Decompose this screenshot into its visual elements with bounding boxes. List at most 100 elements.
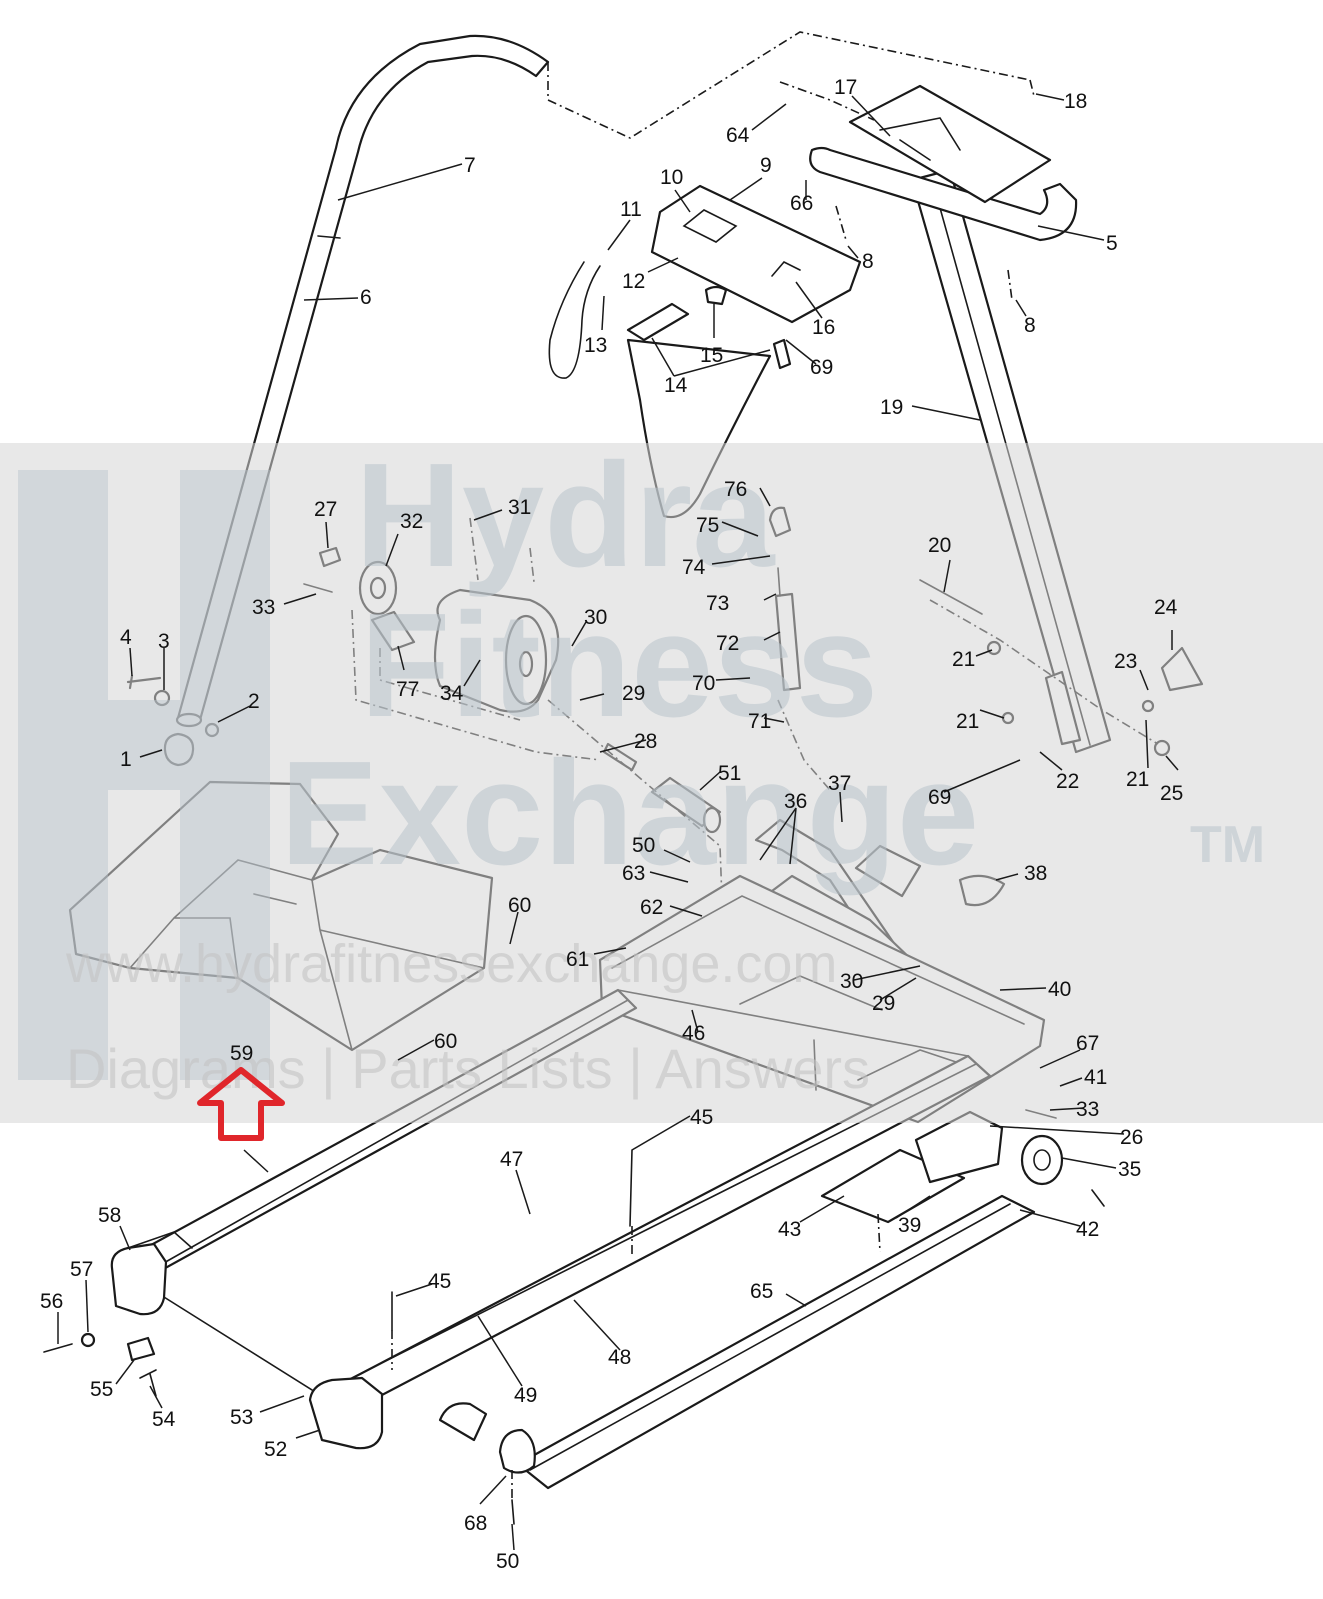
part-label-60-a: 60: [508, 894, 531, 917]
rear-end-cap-52: [308, 1376, 384, 1450]
part-label-54: 54: [152, 1408, 176, 1431]
transport-wheel: [1020, 1134, 1064, 1186]
part-label-34: 34: [440, 682, 464, 705]
part-label-38: 38: [1024, 862, 1047, 885]
part-label-55: 55: [90, 1378, 113, 1401]
part-label-53: 53: [230, 1406, 253, 1429]
part-label-50-a: 50: [632, 834, 655, 857]
part-label-18: 18: [1064, 90, 1087, 113]
part-label-72: 72: [716, 632, 739, 655]
part-label-41: 41: [1084, 1066, 1107, 1089]
part-label-43: 43: [778, 1218, 801, 1241]
part-labels: 1 2 3 4 5 6 7 8 8 9 10 11 12 13 14 15 16…: [40, 76, 1183, 1573]
part-label-36: 36: [784, 790, 807, 813]
watermark-band: [0, 443, 1323, 1123]
part-label-22: 22: [1056, 770, 1079, 793]
part-label-28: 28: [634, 730, 657, 753]
part-label-49: 49: [514, 1384, 537, 1407]
part-label-33-b: 33: [1076, 1098, 1099, 1121]
highlight-arrow-icon: [197, 1067, 285, 1141]
watermark-line-3: Exchange: [280, 731, 979, 896]
part-label-51: 51: [718, 762, 741, 785]
console-bracket: [848, 84, 1052, 204]
part-label-67: 67: [1076, 1032, 1099, 1055]
part-label-24: 24: [1154, 596, 1178, 619]
part-label-26: 26: [1120, 1126, 1143, 1149]
part-label-69-a: 69: [810, 356, 833, 379]
part-label-61: 61: [566, 948, 589, 971]
part-label-39: 39: [898, 1214, 921, 1237]
part-label-35: 35: [1118, 1158, 1141, 1181]
part-label-40: 40: [1048, 978, 1071, 1001]
part-label-71: 71: [748, 710, 771, 733]
part-label-68: 68: [464, 1512, 487, 1535]
part-label-29-b: 29: [872, 992, 895, 1015]
watermark-tagline: Diagrams | Parts Lists | Answers: [66, 1037, 870, 1100]
part-label-13: 13: [584, 334, 607, 357]
part-label-25: 25: [1160, 782, 1183, 805]
leader-lines: [57, 93, 1179, 1551]
part-label-76: 76: [724, 478, 747, 501]
watermark-trademark: TM: [1190, 816, 1265, 874]
part-label-64: 64: [726, 124, 750, 147]
part-label-31: 31: [508, 496, 531, 519]
part-label-57: 57: [70, 1258, 93, 1281]
part-label-1: 1: [120, 748, 132, 771]
part-label-58: 58: [98, 1204, 121, 1227]
part-label-56: 56: [40, 1290, 63, 1313]
console-housing: [650, 184, 862, 324]
part-label-30-a: 30: [584, 606, 607, 629]
part-label-66: 66: [790, 192, 813, 215]
part-label-12: 12: [622, 270, 645, 293]
roller-end-plug: [498, 1428, 536, 1474]
part-label-37: 37: [828, 772, 851, 795]
part-label-77: 77: [396, 678, 419, 701]
part-label-70: 70: [692, 672, 715, 695]
part-label-47: 47: [500, 1148, 523, 1171]
part-label-65: 65: [750, 1280, 773, 1303]
side-step-65: [516, 1194, 1036, 1490]
part-label-73: 73: [706, 592, 729, 615]
part-label-3: 3: [158, 630, 170, 653]
part-label-9: 9: [760, 154, 772, 177]
watermark: Hydra Fitness Exchange TM www.hydrafitne…: [0, 433, 1323, 1123]
part-label-74: 74: [682, 556, 706, 579]
part-label-16: 16: [812, 316, 835, 339]
part-label-15: 15: [700, 344, 723, 367]
part-label-21-c: 21: [1126, 768, 1149, 791]
part-label-7: 7: [464, 154, 476, 177]
part-label-5: 5: [1106, 232, 1118, 255]
part-label-21-a: 21: [952, 648, 975, 671]
part-label-32: 32: [400, 510, 423, 533]
part-label-19: 19: [880, 396, 903, 419]
part-label-8-upper: 8: [862, 250, 874, 273]
part-label-63: 63: [622, 862, 645, 885]
part-label-69-b: 69: [928, 786, 951, 809]
watermark-url: www.hydrafitnessexchange.com: [65, 934, 837, 994]
part-label-30-b: 30: [840, 970, 863, 993]
part-label-6: 6: [360, 286, 372, 309]
part-label-48: 48: [608, 1346, 631, 1369]
part-label-50-b: 50: [496, 1550, 519, 1573]
watermark-logo-icon: [18, 470, 270, 1080]
watermark-line-2: Fitness: [360, 583, 878, 748]
part-label-59-highlighted: 59: [230, 1042, 253, 1065]
part-label-60-b: 60: [434, 1030, 457, 1053]
part-label-42: 42: [1076, 1218, 1099, 1241]
part-label-45-b: 45: [428, 1270, 451, 1293]
part-label-29-a: 29: [622, 682, 645, 705]
part-label-23: 23: [1114, 650, 1137, 673]
part-label-62: 62: [640, 896, 663, 919]
part-label-75: 75: [696, 514, 719, 537]
part-label-33-a: 33: [252, 596, 275, 619]
watermark-line-1: Hydra: [355, 433, 776, 598]
part-label-52: 52: [264, 1438, 287, 1461]
part-label-2: 2: [248, 690, 260, 713]
part-label-14: 14: [664, 374, 688, 397]
part-label-27: 27: [314, 498, 337, 521]
safety-key-cord: [548, 261, 601, 379]
part-label-21-b: 21: [956, 710, 979, 733]
part-label-11: 11: [620, 198, 642, 221]
rear-end-cap-58: [110, 1242, 168, 1316]
console-handlebar: [809, 146, 1078, 242]
